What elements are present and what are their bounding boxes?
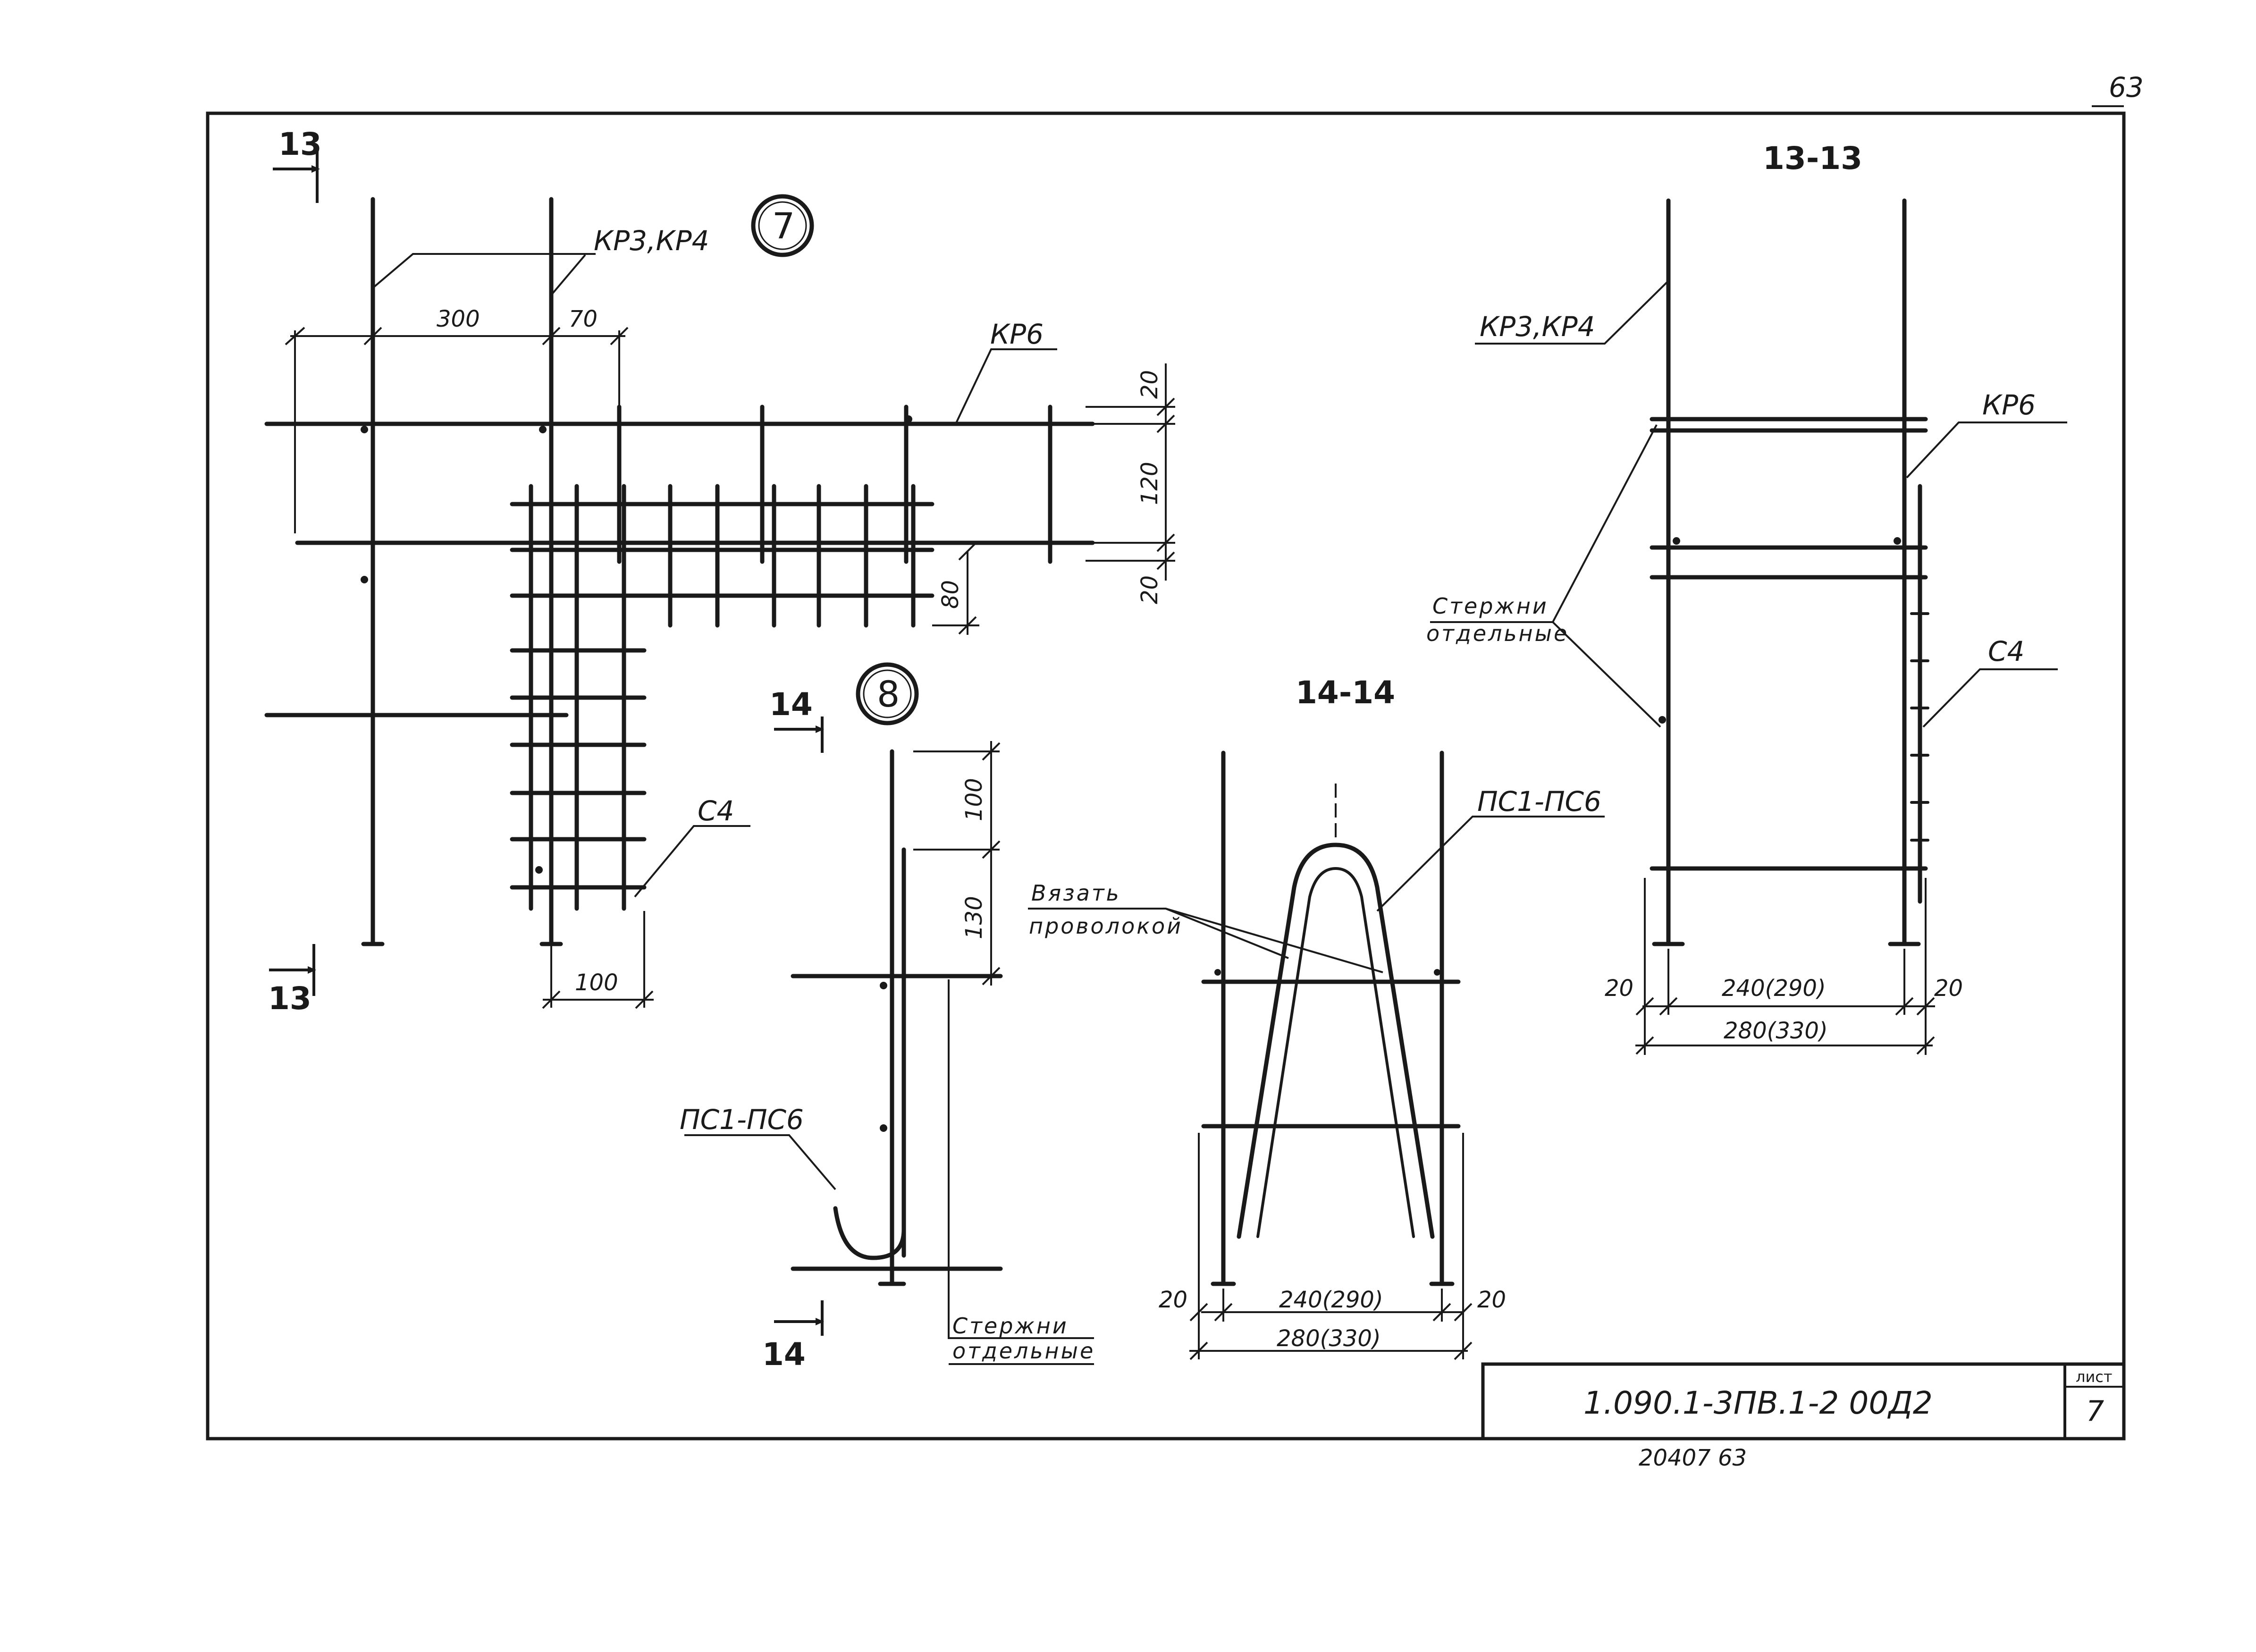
node-marker-7 [751, 194, 814, 257]
dim-240: 240(290) [1279, 1287, 1383, 1313]
leader-kr3-kr4 [1475, 280, 1669, 345]
pc-hook [833, 1187, 906, 1260]
footer-stamp: 20407 63 [1639, 1445, 1747, 1471]
section-mark-13-top: 13 [278, 126, 322, 162]
leader-kr3 [372, 253, 596, 289]
dim-20-right: 20 [1477, 1287, 1506, 1313]
leader-pc [684, 1134, 836, 1190]
node-8-detail: 100 130 ПС1-ПС6 Стержни отдельные 8 14 1… [680, 662, 1095, 1373]
dim-20-top: 20 [1136, 370, 1163, 399]
label-kr3-kr4-section13: КР3,КР4 [1480, 311, 1595, 343]
leader-rods [948, 979, 1094, 1339]
label-rods-line2: отдельные [1426, 621, 1569, 646]
dim-100: 100 [575, 969, 618, 996]
label-rods-line2: отдельные [952, 1338, 1095, 1364]
label-tie-line2: проволокой [1029, 913, 1183, 939]
leader-c4 [634, 825, 750, 898]
section-mark-14-top: 14 [769, 686, 813, 723]
dim-300: 300 [437, 306, 480, 332]
section-14-title: 14-14 [1296, 674, 1395, 711]
label-rods-line1: Стержни [952, 1313, 1069, 1339]
leader-c4 [1922, 668, 2058, 728]
dim-280: 280(330) [1724, 1018, 1828, 1044]
drawing-frame [206, 111, 2126, 1441]
label-pc-node8: ПС1-ПС6 [680, 1104, 804, 1136]
node-marker-8 [856, 662, 919, 725]
label-c4: С4 [698, 795, 734, 827]
node-marker-7-label: 7 [772, 205, 795, 247]
dim-20-left: 20 [1159, 1287, 1187, 1313]
label-kr6: КР6 [990, 318, 1044, 350]
section-14-14: 14-14 Вязать проволокой ПС1-ПС6 20 [1028, 674, 1605, 1360]
leader-kr6 [1906, 421, 2067, 479]
page-corner-number: 63 [2109, 71, 2144, 103]
section-mark-14-bottom: 14 [762, 1336, 806, 1373]
section-mark-13-bottom: 13 [268, 980, 311, 1017]
dim-20-left: 20 [1605, 975, 1633, 1002]
sheet-number: 7 [2086, 1395, 2104, 1428]
leader-kr6 [955, 348, 1057, 424]
dim-20-bottom: 20 [1136, 575, 1163, 604]
label-c4-section13: С4 [1988, 635, 2024, 667]
label-kr6-section13: КР6 [1982, 389, 2036, 421]
section-13-title: 13-13 [1763, 140, 1862, 177]
node-7-detail: 300 70 20 120 20 80 100 КР3,КР4 КР6 [264, 126, 1175, 1017]
dim-120: 120 [1136, 462, 1163, 505]
label-tie-line1: Вязать [1031, 880, 1121, 906]
dim-240: 240(290) [1722, 975, 1826, 1002]
title-block: 1.090.1-3ПВ.1-2 00Д2 лист 7 [1481, 1362, 2126, 1441]
dim-280: 280(330) [1277, 1325, 1381, 1352]
dim-20-right: 20 [1934, 975, 1963, 1002]
dim-70: 70 [569, 306, 598, 332]
leader-pc [1376, 816, 1605, 912]
document-code: 1.090.1-3ПВ.1-2 00Д2 [1583, 1385, 1933, 1421]
dim-130: 130 [961, 896, 987, 939]
dim-80: 80 [937, 580, 964, 609]
c4-mesh [510, 484, 934, 911]
dim-100-vertical: 100 [961, 778, 987, 821]
section-13-13: 13-13 КР3,КР4 КР6 С4 Стержни отдельные [1426, 140, 2067, 1055]
sheet-label: лист [2076, 1368, 2112, 1386]
pc-u-bar-inner [1256, 867, 1415, 1238]
leader-kr4 [550, 254, 586, 296]
node-marker-8-label: 8 [877, 673, 900, 715]
label-kr3-kr4: КР3,КР4 [594, 225, 709, 257]
label-pc-section14: ПС1-ПС6 [1477, 785, 1601, 818]
label-rods-line1: Стержни [1432, 593, 1549, 619]
